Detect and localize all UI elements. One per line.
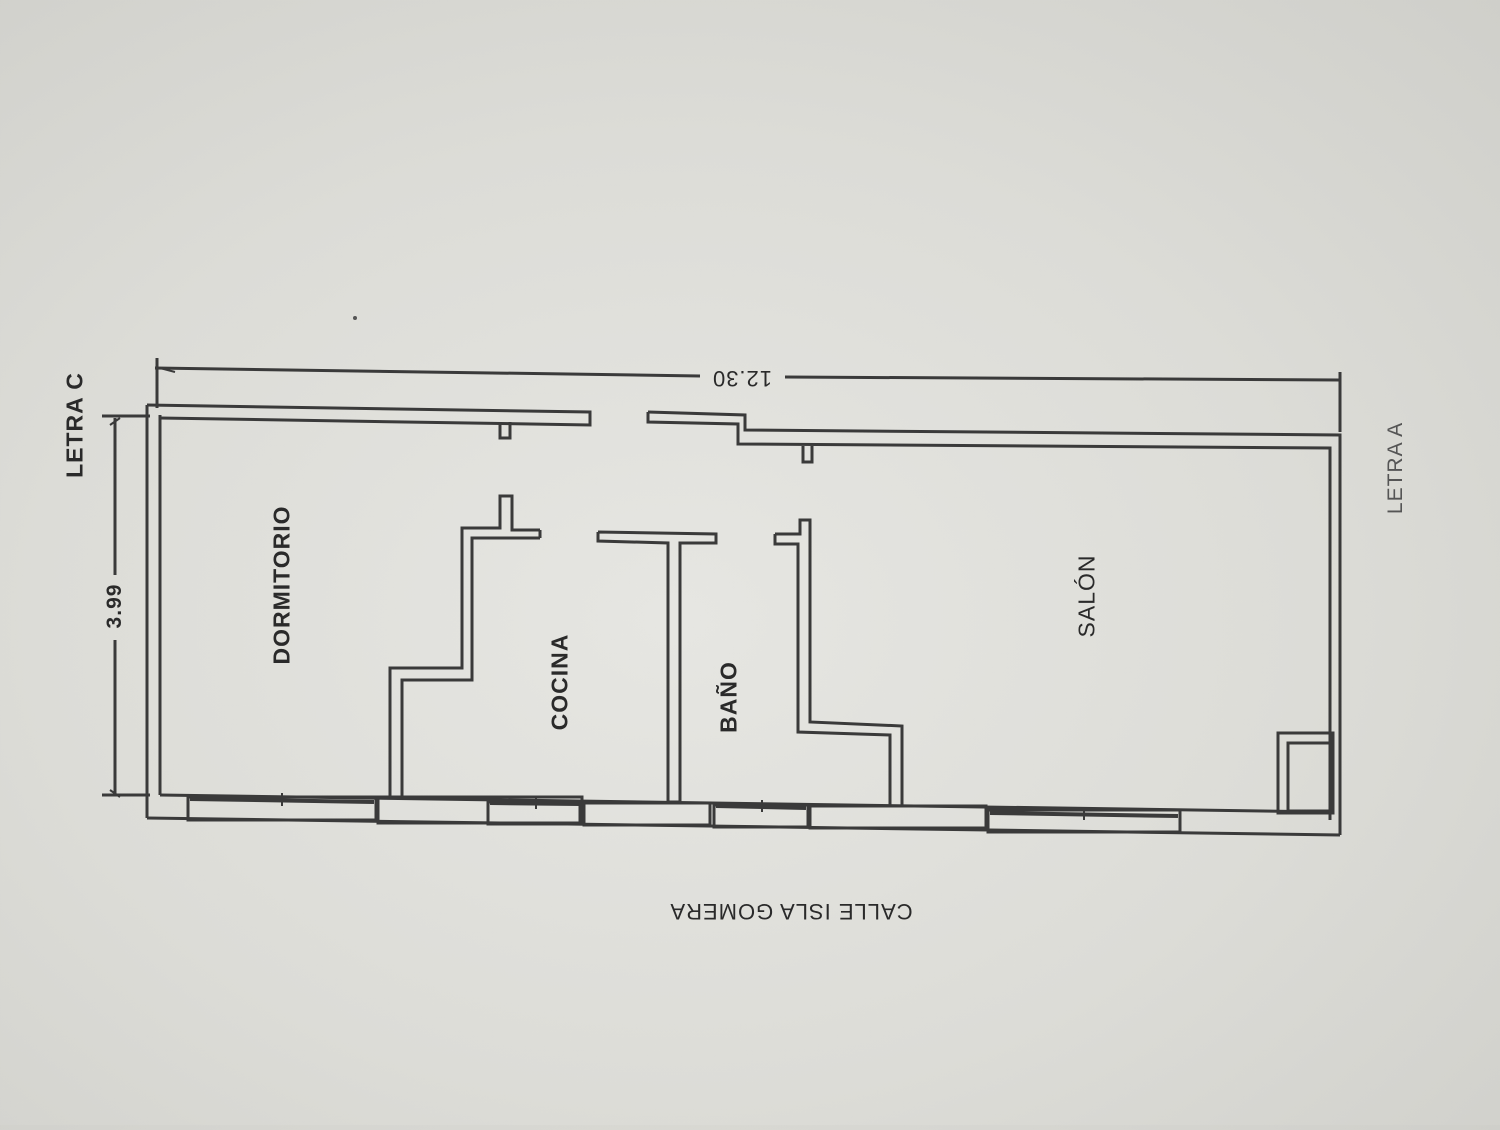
room-label-cocina: COCINA: [546, 633, 573, 731]
speck-mark: [353, 316, 357, 320]
dimension-label-length: 12.30: [711, 366, 773, 391]
neighbor-label-letra-a: LETRA A: [1384, 421, 1407, 515]
dimension-length: [154, 358, 1342, 432]
room-label-bano: BAÑO: [715, 661, 742, 733]
partition-bano-salon: [773, 518, 904, 807]
facade-windows: [186, 793, 1182, 834]
corner-column: [1276, 731, 1335, 815]
neighbor-label-letra-c: LETRA C: [61, 372, 88, 478]
room-label-dormitorio: DORMITORIO: [268, 505, 295, 665]
room-label-salon: SALÓN: [1073, 554, 1100, 638]
wall-stubs: [498, 422, 814, 464]
dimension-width: [102, 414, 150, 798]
outer-walls: [145, 403, 1342, 837]
street-label: CALLE ISLA GOMERA: [669, 899, 913, 924]
partition-dormitorio-cocina: [388, 494, 542, 797]
partition-cocina-bano: [596, 530, 718, 804]
dimension-label-width: 3.99: [103, 583, 126, 629]
